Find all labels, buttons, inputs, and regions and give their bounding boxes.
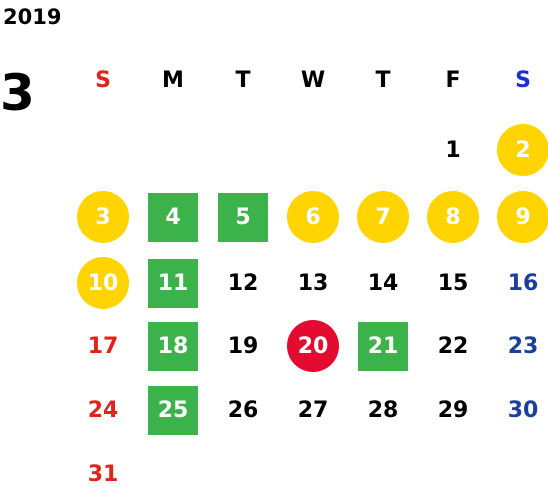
weekday-label: F — [445, 67, 461, 93]
day-cell-23[interactable]: 23 — [488, 321, 548, 371]
month-label: 3 — [0, 64, 35, 122]
day-number: 20 — [297, 333, 329, 359]
day-number: 31 — [87, 461, 119, 487]
weekday-label: T — [235, 67, 251, 93]
day-cell-14[interactable]: 14 — [348, 258, 418, 308]
holiday-circle-marker — [77, 191, 129, 243]
day-cell-19[interactable]: 19 — [208, 321, 278, 371]
weekday-header: T — [348, 55, 418, 105]
day-number: 15 — [437, 270, 469, 296]
year-label: 2019 — [3, 5, 62, 29]
day-cell-28[interactable]: 28 — [348, 385, 418, 435]
day-cell-2[interactable]: 2 — [488, 124, 548, 176]
holiday-circle-marker — [497, 124, 548, 176]
day-number: 8 — [445, 204, 461, 230]
day-number: 9 — [515, 204, 531, 230]
day-number: 1 — [445, 137, 461, 163]
day-cell-22[interactable]: 22 — [418, 321, 488, 371]
day-cell-11[interactable]: 11 — [138, 258, 208, 308]
day-number: 7 — [375, 204, 391, 230]
weekday-label: S — [95, 67, 111, 93]
day-cell-18[interactable]: 18 — [138, 321, 208, 371]
day-number: 16 — [507, 270, 539, 296]
day-number: 19 — [227, 333, 259, 359]
day-number: 23 — [507, 333, 539, 359]
today-circle-marker — [287, 320, 339, 372]
day-cell-8[interactable]: 8 — [418, 191, 488, 243]
holiday-circle-marker — [287, 191, 339, 243]
day-cell-12[interactable]: 12 — [208, 258, 278, 308]
weekday-label: T — [375, 67, 391, 93]
day-cell-25[interactable]: 25 — [138, 385, 208, 435]
day-number: 6 — [305, 204, 321, 230]
day-cell-1[interactable]: 1 — [418, 125, 488, 175]
holiday-circle-marker — [427, 191, 479, 243]
day-number: 12 — [227, 270, 259, 296]
day-number: 5 — [235, 204, 251, 230]
day-number: 10 — [87, 270, 119, 296]
day-number: 2 — [515, 137, 531, 163]
event-square-marker — [148, 193, 198, 242]
weekday-label: W — [300, 67, 326, 93]
day-number: 17 — [87, 333, 119, 359]
day-cell-5[interactable]: 5 — [208, 192, 278, 242]
day-number: 3 — [95, 204, 111, 230]
day-cell-24[interactable]: 24 — [68, 385, 138, 435]
day-cell-29[interactable]: 29 — [418, 385, 488, 435]
day-number: 27 — [297, 397, 329, 423]
day-number: 24 — [87, 397, 119, 423]
day-cell-16[interactable]: 16 — [488, 258, 548, 308]
day-cell-3[interactable]: 3 — [68, 191, 138, 243]
day-number: 22 — [437, 333, 469, 359]
weekday-header: T — [208, 55, 278, 105]
holiday-circle-marker — [77, 257, 129, 309]
day-cell-6[interactable]: 6 — [278, 191, 348, 243]
day-number: 28 — [367, 397, 399, 423]
day-cell-17[interactable]: 17 — [68, 321, 138, 371]
day-cell-4[interactable]: 4 — [138, 192, 208, 242]
day-number: 29 — [437, 397, 469, 423]
day-cell-30[interactable]: 30 — [488, 385, 548, 435]
weekday-header: W — [278, 55, 348, 105]
holiday-circle-marker — [497, 191, 548, 243]
day-number: 18 — [157, 333, 189, 359]
day-cell-21[interactable]: 21 — [348, 321, 418, 371]
day-cell-27[interactable]: 27 — [278, 385, 348, 435]
weekday-label: S — [515, 67, 531, 93]
event-square-marker — [148, 259, 198, 308]
holiday-circle-marker — [357, 191, 409, 243]
weekday-header: M — [138, 55, 208, 105]
day-cell-9[interactable]: 9 — [488, 191, 548, 243]
day-number: 30 — [507, 397, 539, 423]
event-square-marker — [148, 322, 198, 371]
weekday-label: M — [162, 67, 184, 93]
day-number: 14 — [367, 270, 399, 296]
event-square-marker — [358, 322, 408, 371]
day-number: 4 — [165, 204, 181, 230]
weekday-header: S — [488, 55, 548, 105]
day-cell-7[interactable]: 7 — [348, 191, 418, 243]
day-number: 25 — [157, 397, 189, 423]
event-square-marker — [148, 386, 198, 435]
event-square-marker — [218, 193, 268, 242]
day-cell-20[interactable]: 20 — [278, 320, 348, 372]
day-number: 11 — [157, 270, 189, 296]
day-number: 21 — [367, 333, 399, 359]
day-cell-15[interactable]: 15 — [418, 258, 488, 308]
day-number: 13 — [297, 270, 329, 296]
day-cell-13[interactable]: 13 — [278, 258, 348, 308]
weekday-header: S — [68, 55, 138, 105]
day-number: 26 — [227, 397, 259, 423]
day-cell-26[interactable]: 26 — [208, 385, 278, 435]
day-cell-31[interactable]: 31 — [68, 449, 138, 499]
weekday-header: F — [418, 55, 488, 105]
day-cell-10[interactable]: 10 — [68, 257, 138, 309]
